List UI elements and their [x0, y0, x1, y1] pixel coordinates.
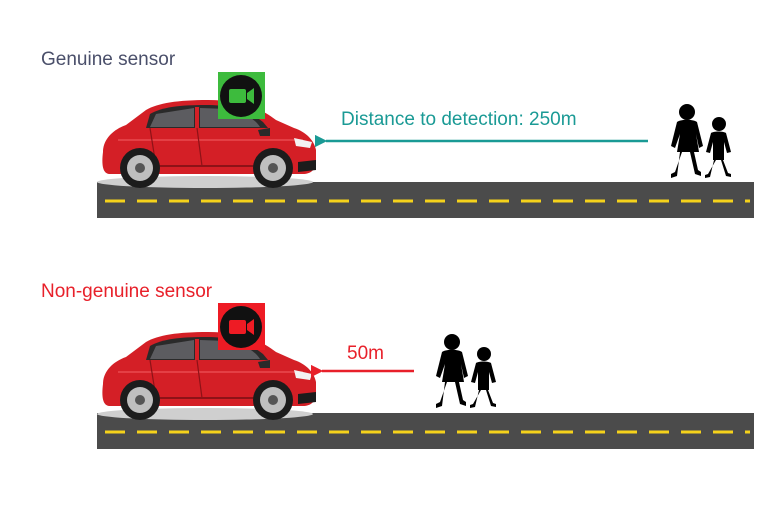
- car: [95, 330, 318, 422]
- video-camera-icon: [220, 75, 262, 117]
- genuine-sensor-label: Genuine sensor: [41, 49, 176, 70]
- genuine-scenario: [95, 72, 754, 218]
- non-genuine-distance-label: 50m: [347, 343, 384, 364]
- pedestrians-icon: [671, 104, 731, 178]
- video-camera-icon: [220, 306, 262, 348]
- non-genuine-sensor-label: Non-genuine sensor: [41, 281, 213, 302]
- car: [95, 98, 318, 190]
- genuine-distance-label: Distance to detection: 250m: [341, 109, 577, 130]
- pedestrians-icon: [436, 334, 496, 408]
- non-genuine-scenario: [95, 303, 754, 449]
